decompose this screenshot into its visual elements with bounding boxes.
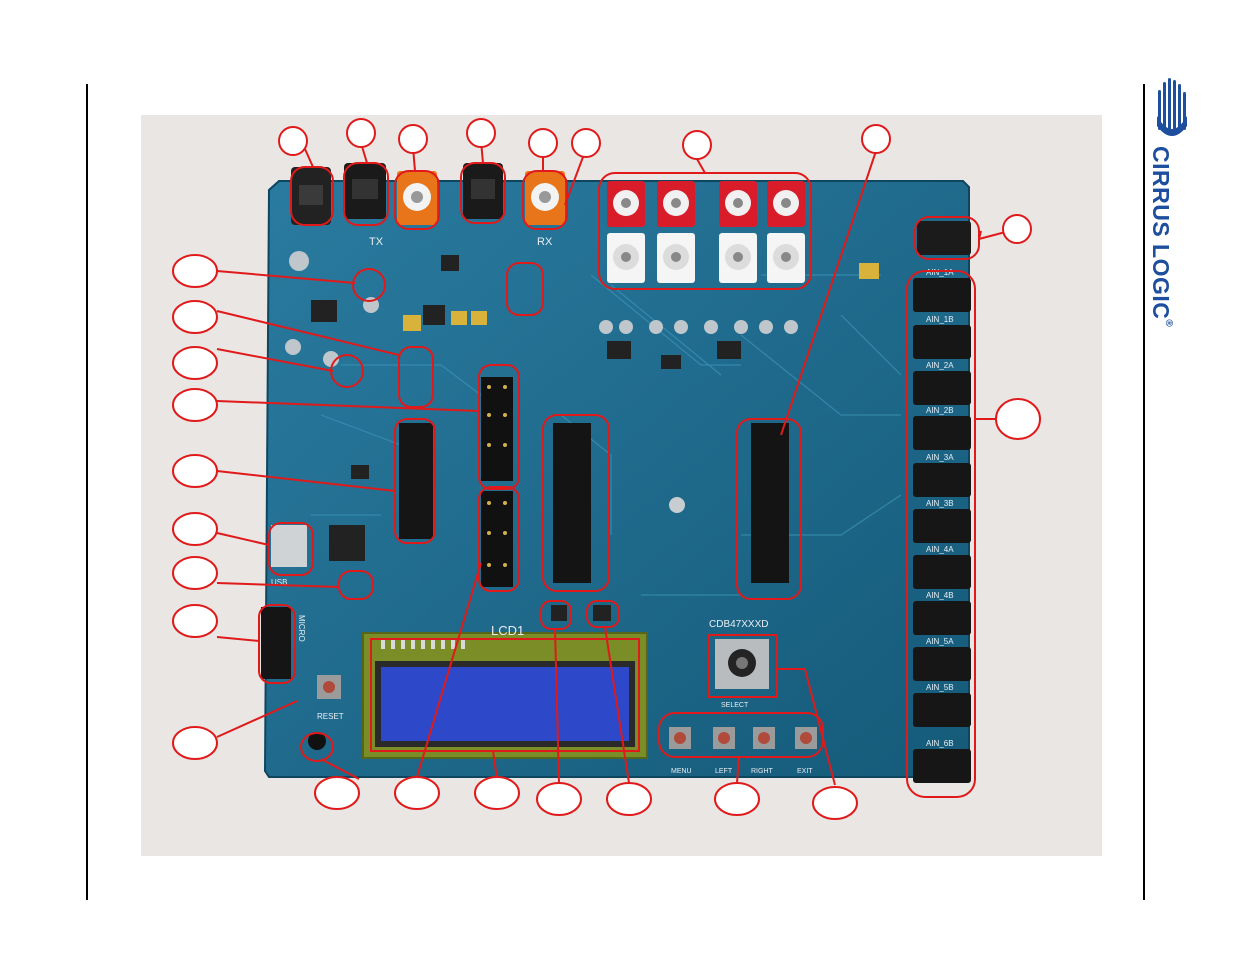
audio-jack-icon	[917, 221, 971, 255]
cirrus-logic-wordmark: CIRRUS LOGIC®	[1147, 146, 1174, 327]
board-photo: TX RX	[141, 115, 1102, 856]
right-margin-rule	[1143, 84, 1145, 900]
rx-label: RX	[537, 236, 553, 248]
menu-label: MENU	[671, 768, 692, 775]
pcb-traces	[311, 274, 902, 596]
ain-label: AIN_5A	[926, 637, 954, 646]
micro-header	[261, 607, 291, 679]
ain-jack-column: AIN_1A AIN_1B AIN_2A AIN_2B AIN_3A AIN_3…	[913, 268, 971, 783]
cirrus-logic-logo-icon	[1157, 78, 1187, 136]
logo-text: CIRRUS LOGIC	[1148, 146, 1174, 320]
nav-buttons: MENU LEFT RIGHT EXIT	[669, 727, 817, 775]
ain-label: AIN_2B	[926, 406, 954, 415]
left-label: LEFT	[715, 768, 733, 775]
ain-label: AIN_6B	[926, 739, 954, 748]
evaluation-board-svg: TX RX	[172, 118, 1041, 820]
ir-receiver	[308, 732, 326, 750]
ain-label: AIN_5B	[926, 683, 954, 692]
jtag-header	[399, 423, 433, 539]
select-label: SELECT	[721, 702, 749, 709]
ain-label: AIN_4A	[926, 545, 954, 554]
callout-leaders	[216, 140, 1018, 786]
ain-label: AIN_2A	[926, 361, 954, 370]
ain-label: AIN_1B	[926, 315, 954, 324]
dai-header	[481, 377, 513, 481]
rca-output-array	[607, 181, 805, 283]
ain-label: AIN_4B	[926, 591, 954, 600]
reset-label: RESET	[317, 712, 344, 721]
micro-label: MICRO	[297, 615, 306, 642]
right-label: RIGHT	[751, 768, 774, 775]
usb-label: USB	[271, 578, 287, 587]
ain-label: AIN_3A	[926, 453, 954, 462]
tx-label: TX	[369, 236, 384, 248]
dsp-connector-right	[751, 423, 789, 583]
top-connectors: TX RX	[291, 163, 565, 248]
ain-label: AIN_1A	[926, 268, 954, 277]
ic-chips	[311, 255, 741, 621]
capacitors	[403, 263, 879, 331]
callout-circles	[172, 118, 1041, 820]
standoff	[669, 497, 685, 513]
electrolytic-caps	[285, 251, 798, 367]
logo-registered-mark: ®	[1163, 319, 1174, 328]
dao-header	[481, 491, 513, 587]
dsp-connector-left	[553, 423, 591, 583]
exit-label: EXIT	[797, 768, 813, 775]
cirrus-logic-logo: CIRRUS LOGIC®	[1148, 76, 1192, 327]
left-margin-rule	[86, 84, 88, 900]
lcd-label: LCD1	[491, 623, 524, 638]
model-label: CDB47XXXD	[709, 619, 768, 630]
ain-label: AIN_3B	[926, 499, 954, 508]
usb-connector	[271, 525, 307, 567]
